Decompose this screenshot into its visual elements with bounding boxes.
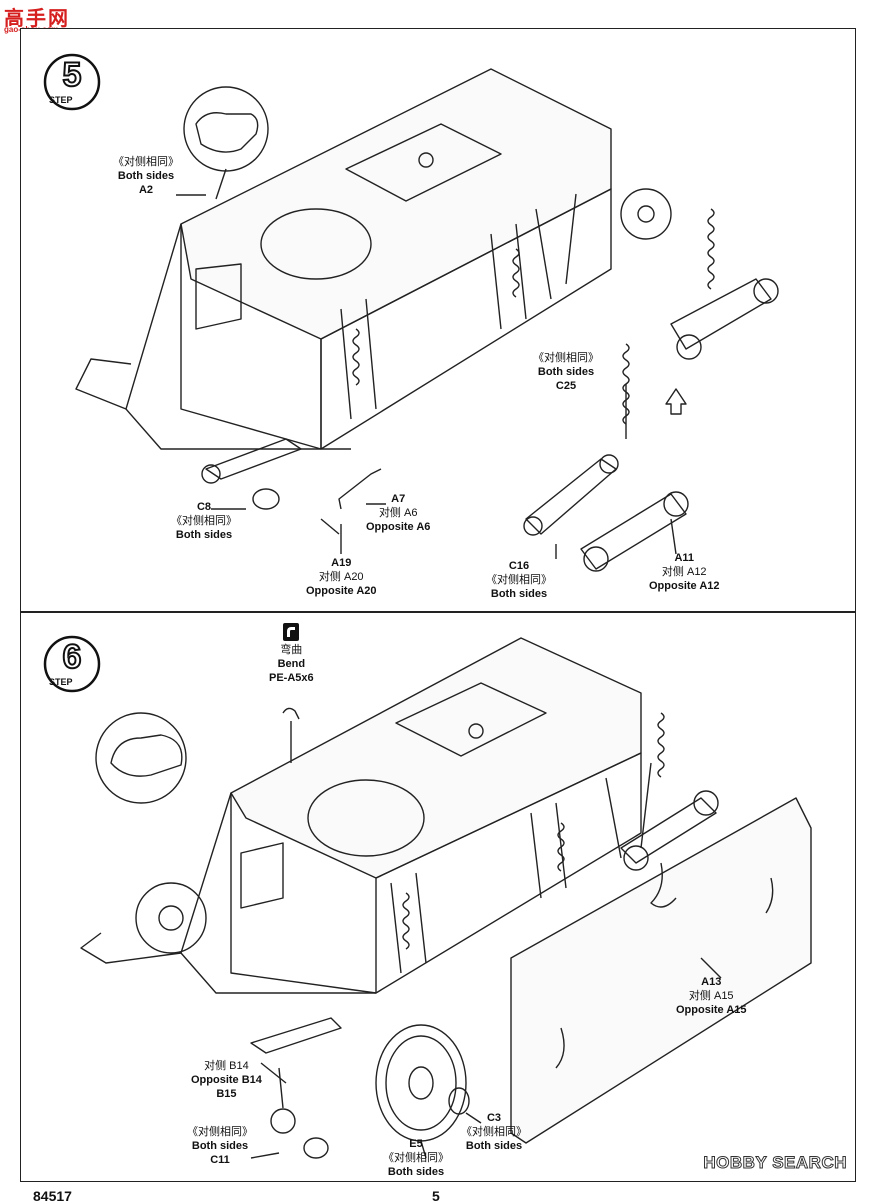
step-6-number: 6 [62,637,83,677]
label-c16-part: C16 [508,560,530,572]
footer-code: 84517 [33,1188,72,1204]
label-c11-cn: 《对侧相同》 [187,1126,253,1138]
label-c3-cn: 《对侧相同》 [461,1126,527,1138]
step-5-word: STEP [49,95,73,105]
label-e5-cn: 《对侧相同》 [383,1152,449,1164]
label-a11-cn: 对侧 A12 [661,566,707,578]
label-c11-en: Both sides [191,1140,249,1152]
label-c8: C8 《对侧相同》 Both sides [171,500,237,542]
bend-icon [283,623,299,641]
label-bend-part: PE-A5x6 [269,672,314,684]
label-a7-part: A7 [391,493,406,505]
label-a2: 《对侧相同》 Both sides A2 [113,155,179,197]
label-c8-cn: 《对侧相同》 [171,515,237,527]
label-e5: E5 《对侧相同》 Both sides [383,1137,449,1179]
label-e5-en: Both sides [387,1166,445,1178]
label-a2-en: Both sides [117,170,175,182]
label-c8-part: C8 [196,501,212,513]
label-c16-cn: 《对侧相同》 [486,574,552,586]
label-bend: 弯曲 Bend PE-A5x6 [269,643,314,685]
label-a7-en: Opposite A6 [366,521,431,533]
label-a11: A11 对侧 A12 Opposite A12 [649,551,720,593]
site-logo-text: 高手网 [4,8,70,30]
label-c3: C3 《对侧相同》 Both sides [461,1111,527,1153]
label-a7: A7 对侧 A6 Opposite A6 [366,492,430,534]
label-a19-cn: 对侧 A20 [318,571,364,583]
label-a19-en: Opposite A20 [306,585,377,597]
step-5-number: 5 [62,55,83,95]
label-bend-en: Bend [277,658,306,670]
step-badge-circle [43,53,101,111]
watermark: HOBBY SEARCH [703,1153,847,1173]
label-c16: C16 《对侧相同》 Both sides [486,559,552,601]
label-c3-part: C3 [486,1112,502,1124]
step-5-badge: 5 STEP [43,53,101,111]
label-e5-part: E5 [409,1138,423,1150]
footer-page: 5 [432,1188,440,1204]
label-c11-part: C11 [210,1154,230,1166]
step-6-word: STEP [49,677,73,687]
step-6-drawing [80,637,812,1159]
label-c25-cn: 《对侧相同》 [533,352,599,364]
step-6-panel: 6 STEP 弯曲 Bend PE-A5x6 A13 对侧 A15 Opposi… [20,612,856,1182]
label-a19: A19 对侧 A20 Opposite A20 [306,556,377,598]
label-a2-part: A2 [138,184,154,196]
step-6-badge: 6 STEP [43,635,101,693]
label-c16-en: Both sides [490,588,548,600]
step-5-panel: 5 STEP 《对侧相同》 Both sides A2 C8 《对侧相同》 Bo… [20,28,856,612]
label-a7-cn: 对侧 A6 [378,507,418,519]
label-b14-cn: 对侧 B14 [204,1060,249,1072]
label-bend-cn: 弯曲 [280,644,303,656]
step-5-drawing [75,68,779,572]
label-a11-part: A11 [674,552,695,564]
label-c3-en: Both sides [465,1140,523,1152]
label-c25: 《对侧相同》 Both sides C25 [533,351,599,393]
label-b14-en: Opposite B14 [191,1074,262,1086]
label-c11: 《对侧相同》 Both sides C11 [187,1125,253,1167]
label-b14: 对侧 B14 Opposite B14 B15 [191,1059,262,1101]
label-a2-cn: 《对侧相同》 [113,156,179,168]
label-c25-part: C25 [555,380,577,392]
label-a13-part: A13 [701,976,722,988]
step-badge-circle [43,635,101,693]
label-a11-en: Opposite A12 [649,580,720,592]
label-a13-en: Opposite A15 [676,1004,747,1016]
label-a13: A13 对侧 A15 Opposite A15 [676,975,747,1017]
label-a19-part: A19 [331,557,352,569]
label-c25-en: Both sides [537,366,595,378]
label-b14-part: B15 [216,1088,237,1100]
label-a13-cn: 对侧 A15 [688,990,734,1002]
label-c8-en: Both sides [175,529,233,541]
